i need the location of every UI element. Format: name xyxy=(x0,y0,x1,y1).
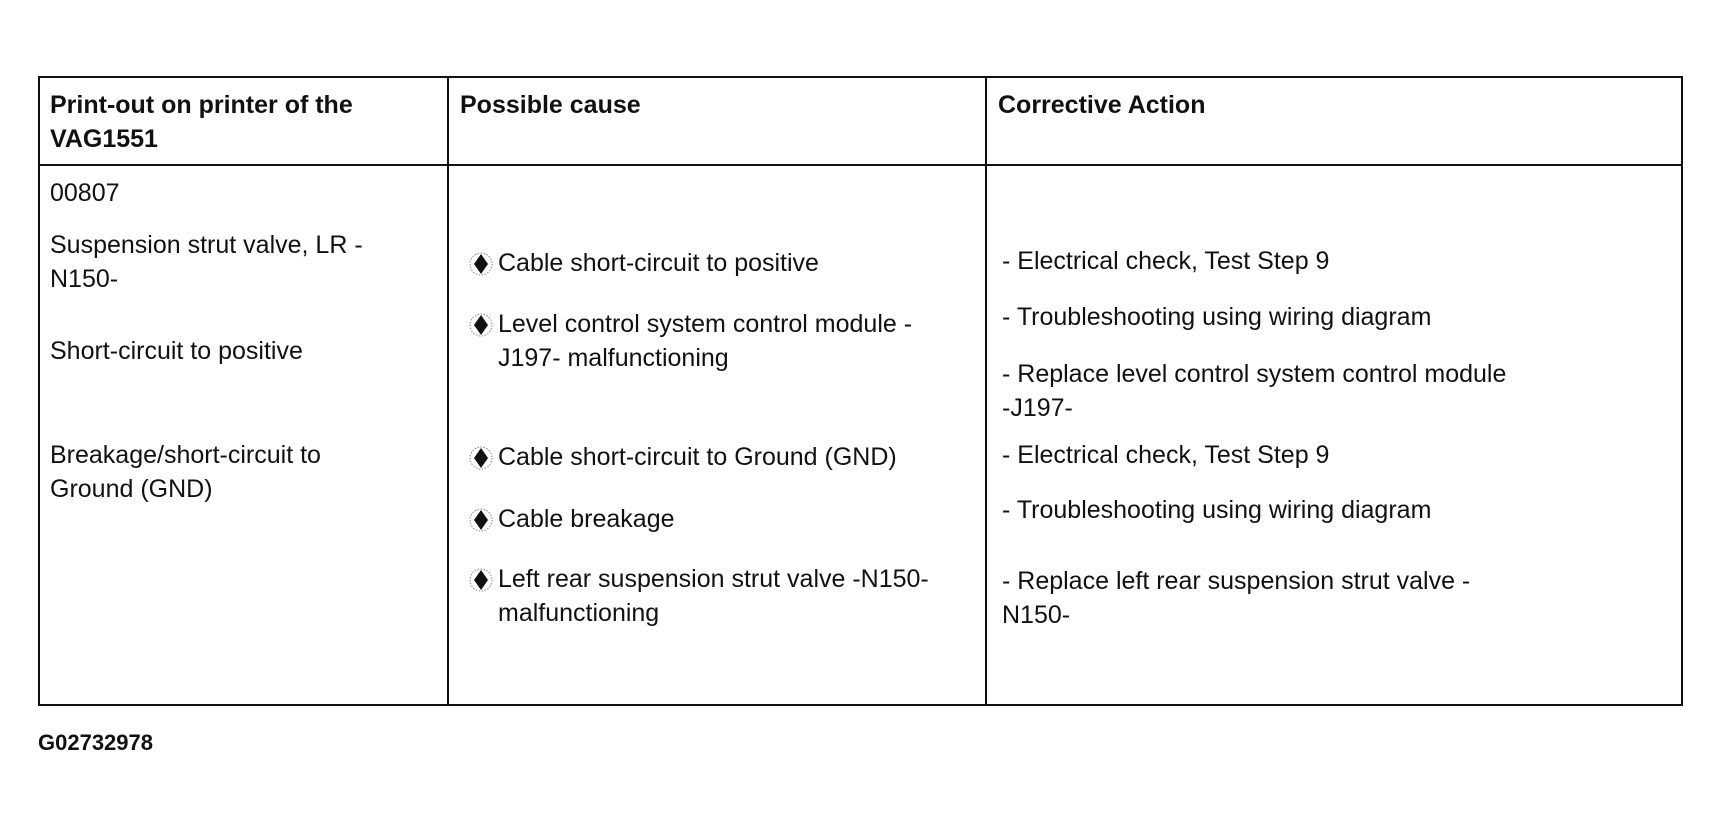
figure-id: G02732978 xyxy=(38,730,153,755)
fault-type-2-line2: Ground (GND) xyxy=(50,475,213,503)
column-divider-1 xyxy=(447,78,449,704)
action-text: - Electrical check, Test Step 9 xyxy=(1002,247,1330,275)
cause-item: Cable breakage xyxy=(468,502,675,537)
column-divider-2 xyxy=(985,78,987,704)
fault-type-2-line1: Breakage/short-circuit to xyxy=(50,441,321,469)
fault-code: 00807 xyxy=(50,179,120,207)
header-possible-cause: Possible cause xyxy=(460,91,641,119)
cause-text-continued: J197- malfunctioning xyxy=(498,344,729,372)
diamond-bullet-icon xyxy=(468,440,498,475)
diamond-bullet-icon xyxy=(468,502,498,537)
header-corrective-action: Corrective Action xyxy=(998,91,1206,119)
cause-item: Cable short-circuit to Ground (GND) xyxy=(468,440,897,475)
header-printout-line2: VAG1551 xyxy=(50,125,158,153)
component-line1: Suspension strut valve, LR - xyxy=(50,231,363,259)
action-text: - Troubleshooting using wiring diagram xyxy=(1002,303,1432,331)
diamond-bullet-icon xyxy=(468,307,498,342)
cause-text: Cable short-circuit to Ground (GND) xyxy=(498,443,897,471)
fault-table: Print-out on printer of the VAG1551 Poss… xyxy=(38,76,1683,706)
cause-item: Cable short-circuit to positive xyxy=(468,246,819,281)
action-text: - Electrical check, Test Step 9 xyxy=(1002,441,1330,469)
fault-type-1: Short-circuit to positive xyxy=(50,337,303,365)
cause-text: Level control system control module - xyxy=(498,310,913,338)
cause-item: Level control system control module - xyxy=(468,307,912,342)
cause-item: Left rear suspension strut valve -N150- xyxy=(468,562,929,597)
diamond-bullet-icon xyxy=(468,246,498,281)
component-line2: N150- xyxy=(50,265,119,293)
action-text: - Troubleshooting using wiring diagram xyxy=(1002,496,1432,524)
diamond-bullet-icon xyxy=(468,562,498,597)
cause-text: Cable short-circuit to positive xyxy=(498,249,819,277)
cause-text: Cable breakage xyxy=(498,505,675,533)
header-printout-line1: Print-out on printer of the xyxy=(50,91,353,119)
cause-text: Left rear suspension strut valve -N150- xyxy=(498,565,929,593)
action-text: - Replace level control system control m… xyxy=(1002,360,1507,388)
action-text: - Replace left rear suspension strut val… xyxy=(1002,567,1471,595)
action-text-continued: N150- xyxy=(1002,601,1071,629)
header-divider xyxy=(40,164,1681,166)
cause-text-continued: malfunctioning xyxy=(498,599,660,627)
action-text-continued: -J197- xyxy=(1002,394,1073,422)
